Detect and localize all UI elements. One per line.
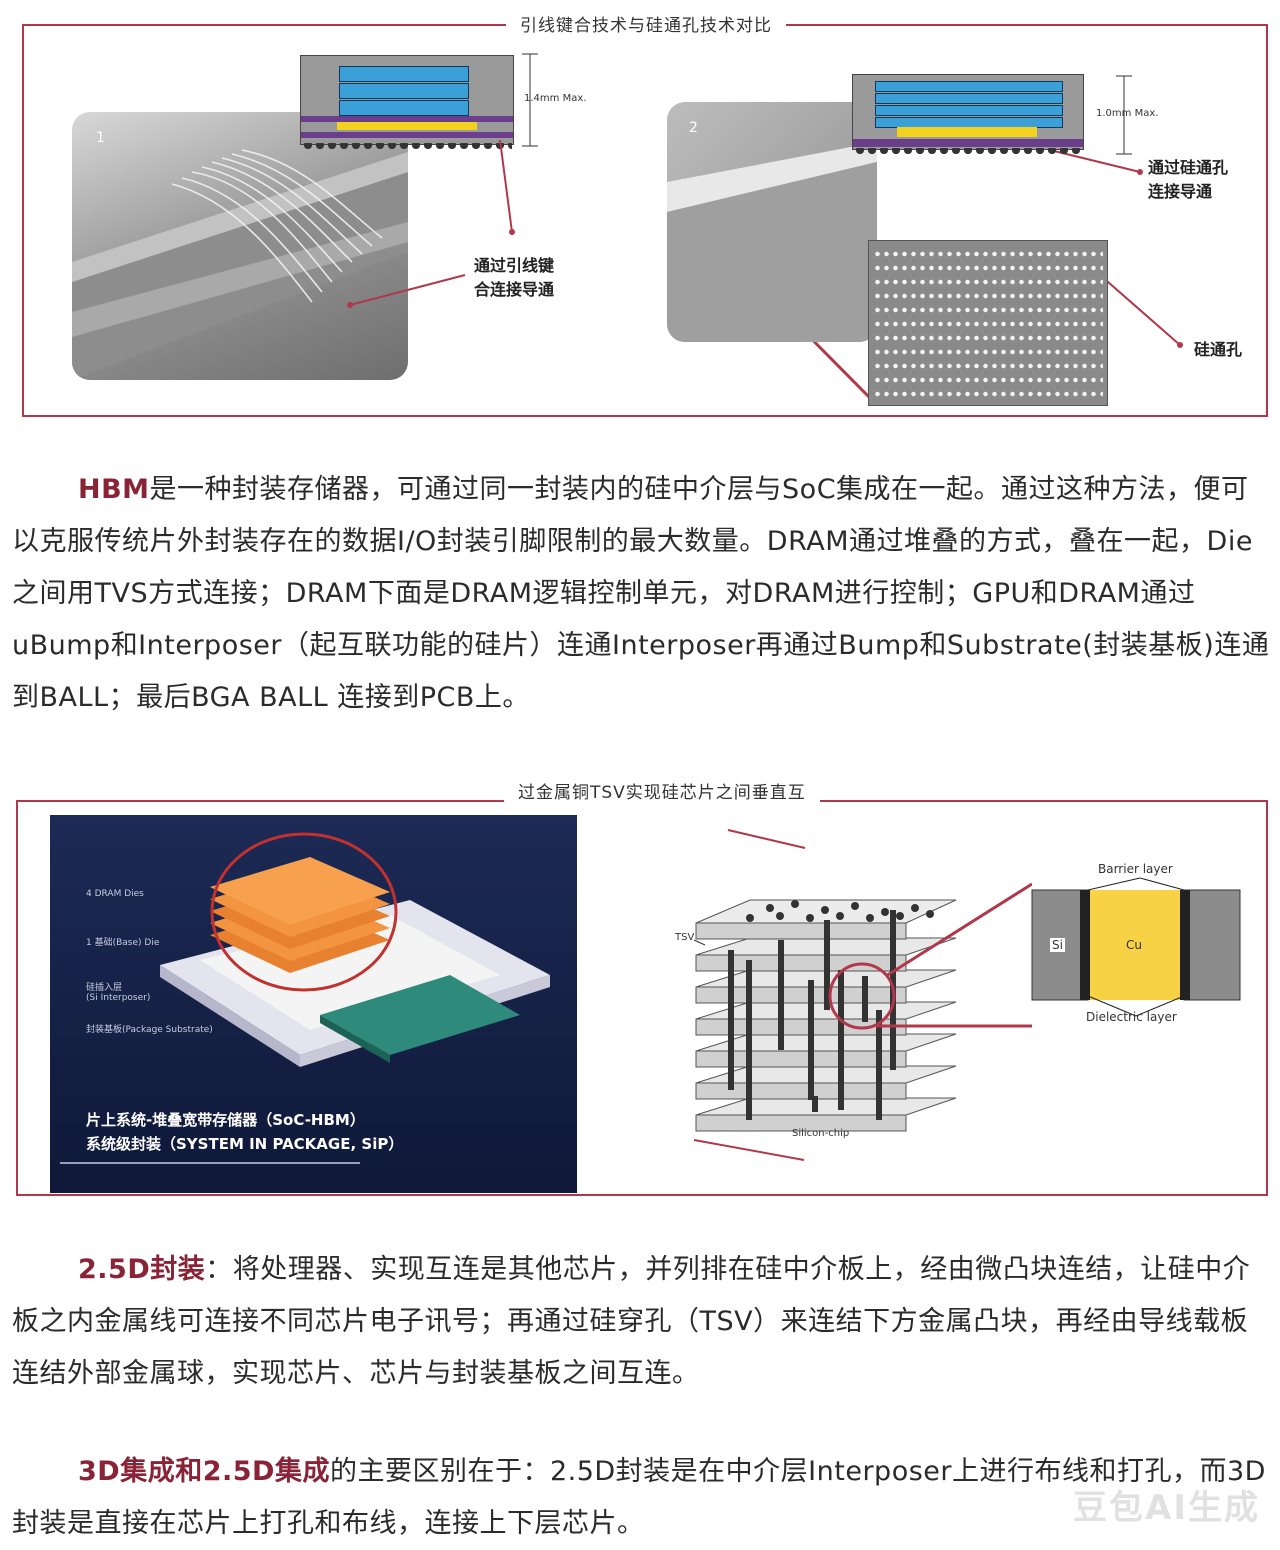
tsv-package [852, 74, 1084, 150]
dimension-right: 1.0mm Max. [1096, 108, 1159, 119]
label-tsv-connect-line1: 通过硅通孔 [1148, 158, 1229, 177]
highlight-25d: 2.5D封装 [78, 1254, 206, 1285]
figure2-title: 过金属铜TSV实现硅芯片之间垂直互 [504, 778, 820, 803]
highlight-hbm: HBM [78, 474, 150, 505]
tsv-balls [854, 148, 1082, 156]
dimension-arrow-left [522, 53, 538, 147]
label-wire-bond-line1: 通过引线键 [474, 256, 555, 275]
label-cu: Cu [1126, 938, 1142, 952]
photo1-number: 1 [96, 130, 105, 146]
watermark: 豆包AI生成 [1073, 1488, 1260, 1528]
tsv-photo: 2 [667, 102, 877, 342]
wire-bond-balls [302, 143, 512, 151]
label-wire-bond-line2: 合连接导通 [474, 280, 555, 299]
tsv-stack-diagram [693, 829, 1244, 1161]
wire-bond-package [300, 55, 514, 145]
paragraph-25d: 2.5D封装：将处理器、实现互连是其他芯片，并列排在硅中介板上，经由微凸块连结，… [12, 1244, 1274, 1400]
label-silicon-chip: Silicon-chip [792, 1128, 850, 1139]
paragraph-25d-text: ：将处理器、实现互连是其他芯片，并列排在硅中介板上，经由微凸块连结，让硅中介板之… [12, 1254, 1251, 1389]
label-tsv-diagram: TSV [675, 932, 695, 943]
wire-bond-illustration [72, 149, 408, 380]
paragraph-3d: 3D集成和2.5D集成的主要区别在于：2.5D封装是在中介层Interposer… [12, 1446, 1274, 1550]
soc-hbm-caption-line1: 片上系统-堆叠宽带存储器（SoC-HBM） [86, 1111, 365, 1129]
dimension-left: 1.4mm Max. [524, 93, 587, 104]
label-interposer-en: (Si Interposer) [86, 993, 151, 1003]
label-interposer-cn: 硅插入层 [86, 983, 123, 993]
label-tsv: 硅通孔 [1194, 340, 1243, 359]
label-si: Si [1050, 938, 1065, 952]
label-barrier-layer: Barrier layer [1098, 862, 1173, 876]
paragraph-hbm-text: 是一种封装存储器，可通过同一封装内的硅中介层与SoC集成在一起。通过这种方法，便… [12, 474, 1270, 713]
photo2-number: 2 [689, 120, 698, 136]
label-dielectric-layer: Dielectric layer [1086, 1010, 1177, 1024]
soc-hbm-panel: 4 DRAM Dies 1 基础(Base) Die 硅插入层 (Si Inte… [50, 815, 577, 1193]
label-base-die: 1 基础(Base) Die [86, 938, 160, 948]
dimension-arrow-right [1116, 75, 1132, 155]
paragraph-hbm: HBM是一种封装存储器，可通过同一封装内的硅中介层与SoC集成在一起。通过这种方… [12, 464, 1274, 724]
label-substrate: 封装基板(Package Substrate) [86, 1025, 213, 1035]
label-dram-dies: 4 DRAM Dies [86, 889, 144, 899]
soc-hbm-caption-line2: 系统级封装（SYSTEM IN PACKAGE, SiP） [86, 1135, 404, 1153]
highlight-3d: 3D集成和2.5D集成 [78, 1456, 330, 1487]
wire-bond-photo: 1 [72, 112, 408, 380]
label-tsv-connect-line2: 连接导通 [1148, 182, 1213, 201]
paragraph-3d-text: 的主要区别在于：2.5D封装是在中介层Interposer上进行布线和打孔，而3… [12, 1456, 1266, 1539]
figure1-title: 引线键合技术与硅通孔技术对比 [506, 11, 786, 36]
tsv-zoom-grid [868, 240, 1108, 406]
